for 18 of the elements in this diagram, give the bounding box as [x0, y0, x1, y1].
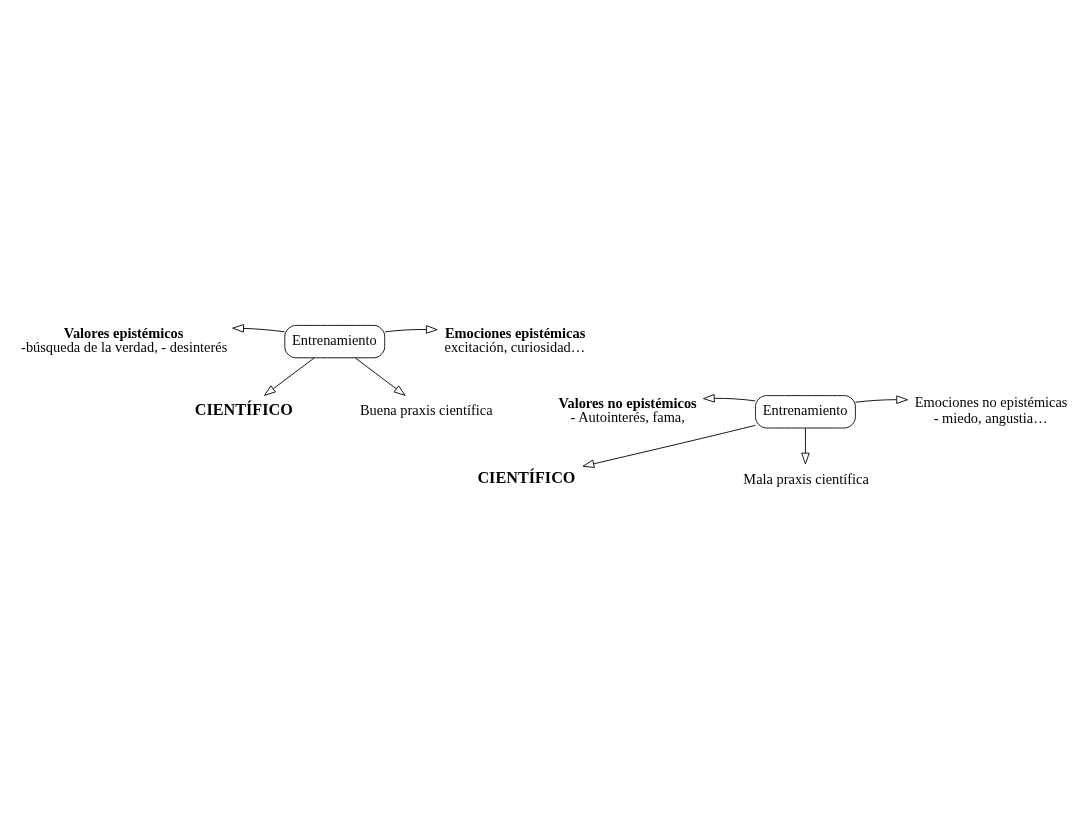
arrow	[232, 323, 285, 333]
node-text: Emociones no epistémicas - miedo, angustia…	[914, 393, 1068, 426]
arrow	[264, 356, 315, 396]
node-text: CIENTÍFICO	[194, 400, 293, 419]
arrow	[703, 393, 756, 403]
node-text: Emociones epistémicas excitación, curiosidad…	[444, 324, 586, 355]
arrow	[854, 394, 908, 404]
node-box: Entrenamiento	[284, 324, 386, 358]
arrow	[384, 324, 438, 334]
node-text: Mala praxis científica	[743, 470, 869, 487]
node-text: Buena praxis científica	[359, 401, 493, 418]
node-box: Entrenamiento	[755, 394, 856, 428]
node-text: Valores no epistémicos - Autointerés, fama,	[558, 394, 697, 425]
arrow	[801, 427, 810, 464]
arrow	[582, 424, 756, 468]
node-text: CIENTÍFICO	[477, 468, 576, 487]
node-text: Valores epistémicos -búsqueda de la verdad, - desinterés	[21, 324, 228, 355]
arrow	[354, 356, 406, 396]
